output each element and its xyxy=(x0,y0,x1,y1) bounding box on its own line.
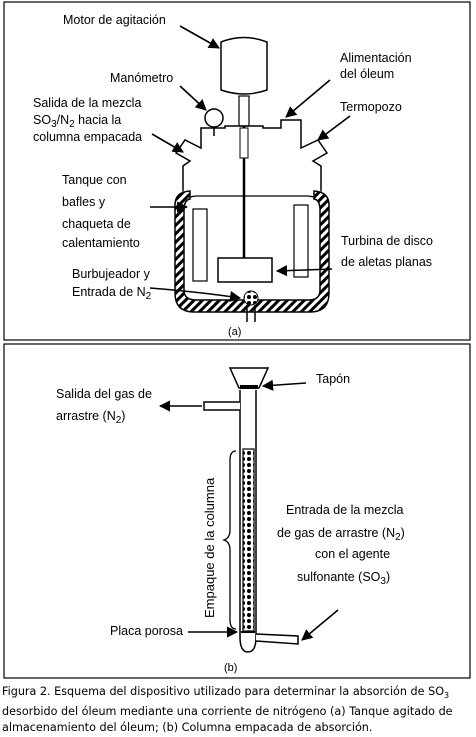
label-gas-outlet-1: Salida del gas de xyxy=(56,387,152,401)
label-inlet-1: Entrada de la mezcla xyxy=(286,503,403,517)
gas-inlet-arm xyxy=(255,633,299,645)
manometer-dial xyxy=(204,108,224,128)
outlet-neck xyxy=(174,136,202,190)
label-inlet-4: sulfonante (SO3) xyxy=(297,570,390,587)
caption-line-3: almacenamiento del óleum; (b) Columna em… xyxy=(2,721,373,735)
arrow-outlet xyxy=(151,133,184,153)
label-tank-2: bafles y xyxy=(62,195,106,209)
label-gas-outlet-2: arrastre (N2) xyxy=(56,409,125,426)
label-stopper: Tapón xyxy=(316,372,350,386)
label-turbine-2: de aletas planas xyxy=(341,255,432,269)
label-packing: Empaque de la columna xyxy=(202,477,217,618)
nitrogen-inlet xyxy=(246,305,256,322)
panel-a-frame xyxy=(3,1,471,341)
label-oleum-feed-1: Alimentación xyxy=(340,51,412,65)
label-inlet-2: de gas de arrastre (N2) xyxy=(277,526,405,543)
gas-outlet-arm xyxy=(203,401,240,411)
baffle-right xyxy=(293,204,309,278)
arrow-sparger xyxy=(149,287,242,303)
arrow-motor xyxy=(179,25,220,49)
stirring-motor xyxy=(220,36,268,95)
arrow-gas-inlet xyxy=(301,609,339,641)
motor-coupling xyxy=(238,95,250,127)
disc-turbine xyxy=(217,257,273,283)
label-sparger-2: Entrada de N2 xyxy=(72,285,152,302)
packed-column xyxy=(203,367,299,653)
sparger-bubbles xyxy=(243,290,259,306)
column-packing xyxy=(242,448,255,632)
panel-b-frame xyxy=(3,343,471,679)
label-manometer: Manómetro xyxy=(110,71,173,85)
label-outlet-1: Salida de la mezcla xyxy=(33,96,141,110)
packing-brace xyxy=(221,450,237,630)
arrow-manometer xyxy=(179,85,207,111)
label-motor: Motor de agitación xyxy=(63,13,166,27)
label-panel-a: (a) xyxy=(228,326,241,338)
label-panel-b: (b) xyxy=(224,662,237,674)
label-turbine-1: Turbina de disco xyxy=(341,234,433,248)
stirred-tank xyxy=(174,36,330,322)
label-sparger-1: Burbujeador y xyxy=(72,267,151,281)
baffle-left xyxy=(192,208,208,282)
label-tank-4: calentamiento xyxy=(62,236,140,250)
arrow-oleum-feed xyxy=(285,79,331,118)
arrow-turbine xyxy=(275,265,333,277)
label-thermowell: Termopozo xyxy=(340,100,402,114)
label-inlet-3: con el agente xyxy=(315,547,390,561)
thermowell-neck xyxy=(300,136,329,190)
label-tank-1: Tanque con xyxy=(62,173,127,187)
heating-jacket xyxy=(174,190,330,313)
figure-caption: Figura 2. Esquema del dispositivo utiliz… xyxy=(2,684,474,736)
caption-line-2: desorbido del óleum mediante una corrien… xyxy=(2,705,453,719)
label-tank-3: chaqueta de xyxy=(62,217,131,231)
label-outlet-2: SO3/N2 hacia la xyxy=(33,113,121,130)
label-outlet-3: columna empacada xyxy=(33,130,142,144)
label-oleum-feed-2: del óleum xyxy=(340,67,394,81)
caption-line-1: Figura 2. Esquema del dispositivo utiliz… xyxy=(2,685,450,701)
arrow-stopper xyxy=(261,379,307,391)
column-funnel xyxy=(228,367,270,389)
shaft-sleeve xyxy=(239,127,249,159)
label-porous-plate: Placa porosa xyxy=(110,624,183,638)
tank-lid xyxy=(200,119,302,136)
arrow-thermowell xyxy=(317,115,351,141)
